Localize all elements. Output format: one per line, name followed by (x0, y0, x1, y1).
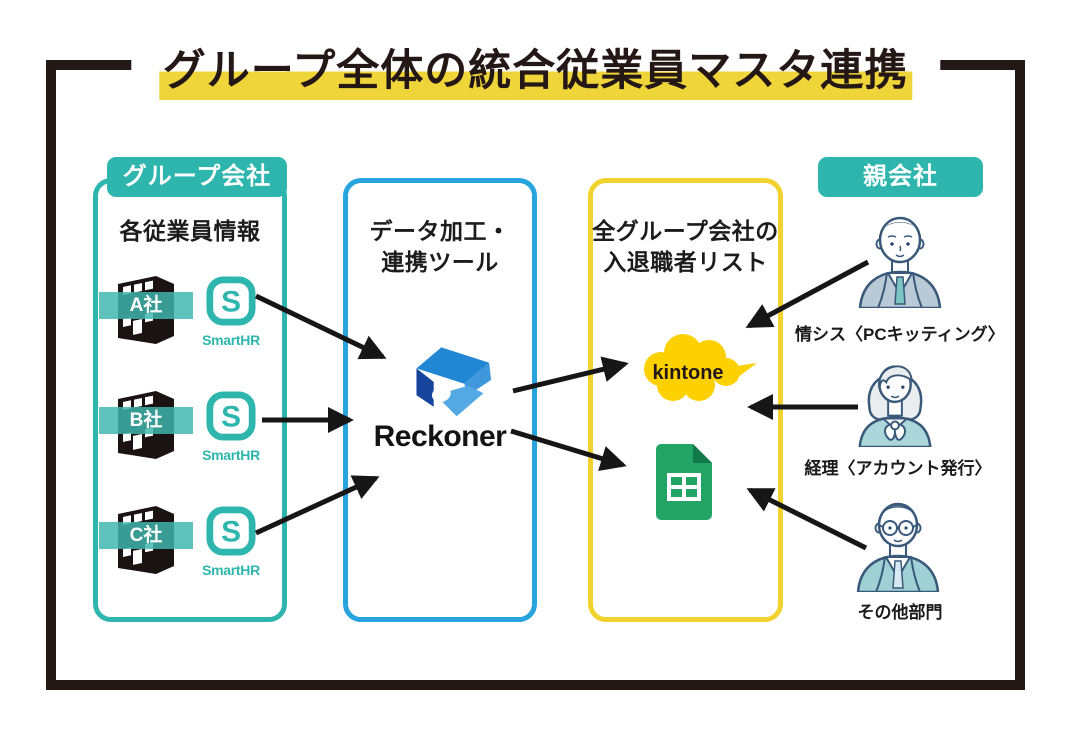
smarthr-wordmark: SmartHR (202, 332, 260, 348)
smarthr-logo: S SmartHR (200, 506, 262, 578)
reckoner-wordmark: Reckoner (373, 420, 507, 453)
svg-text:S: S (221, 516, 241, 549)
smarthr-logo: S SmartHR (200, 391, 262, 463)
output-heading-line1: 全グループ会社の (592, 218, 779, 244)
company-row-a: A社 S SmartHR (99, 268, 275, 360)
tool-box-heading: データ加工・ 連携ツール (343, 216, 537, 278)
company-banner: C社 (99, 522, 193, 549)
reckoner-icon (416, 347, 492, 417)
output-heading-line2: 入退職者リスト (603, 249, 768, 275)
group-box-heading: 各従業員情報 (119, 218, 261, 244)
smarthr-icon: S (206, 276, 256, 326)
output-box-heading: 全グループ会社の 入退職者リスト (588, 216, 783, 278)
parent-company-badge: 親会社 (818, 157, 983, 197)
page-title: グループ全体の統合従業員マスタ連携 (130, 36, 941, 100)
kintone-icon: kintone (644, 334, 757, 401)
company-banner: B社 (99, 407, 193, 434)
tool-heading-line2: 連携ツール (381, 249, 499, 275)
google-sheets-icon (656, 444, 712, 520)
group-companies-badge: グループ会社 (107, 157, 287, 197)
smarthr-logo: S SmartHR (200, 276, 262, 348)
role-label-accounting: 経理〈アカウント発行〉 (804, 459, 992, 478)
company-row-c: C社 S SmartHR (99, 498, 275, 590)
smarthr-wordmark: SmartHR (202, 447, 260, 463)
person-it-staff (858, 216, 942, 308)
person-other-dept (856, 502, 940, 592)
person-accounting-staff (858, 365, 932, 447)
role-label-other: その他部門 (857, 603, 943, 622)
smarthr-icon: S (206, 506, 256, 556)
smarthr-icon: S (206, 391, 256, 441)
role-label-it: 情シス〈PCキッティング〉 (795, 325, 1005, 344)
tool-heading-line1: データ加工・ (369, 218, 511, 244)
svg-text:kintone: kintone (652, 362, 723, 384)
smarthr-wordmark: SmartHR (202, 562, 260, 578)
svg-text:S: S (221, 401, 241, 434)
svg-text:S: S (221, 286, 241, 319)
company-row-b: B社 S SmartHR (99, 383, 275, 475)
page-title-text: グループ全体の統合従業員マスタ連携 (158, 47, 913, 100)
company-banner: A社 (99, 292, 193, 319)
